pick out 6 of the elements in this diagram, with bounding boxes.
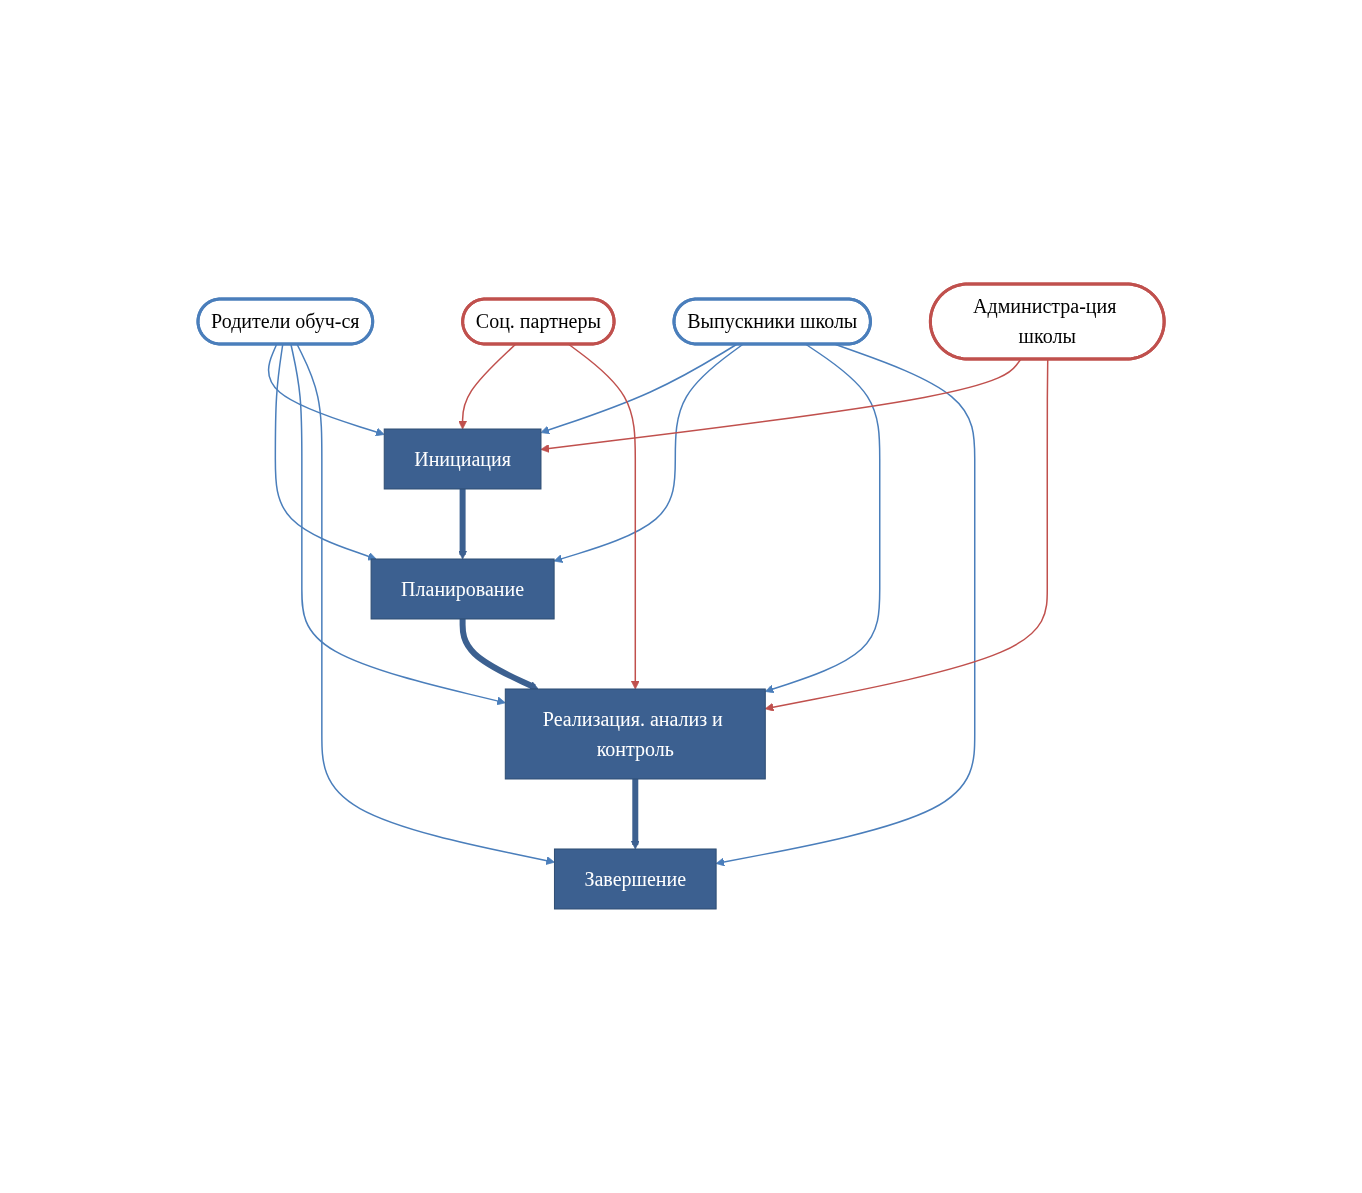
arrow [630, 779, 640, 850]
node-box: Завершение [553, 848, 717, 910]
node-box: Планирование [370, 558, 555, 620]
node-box: Реализация. анализ и контроль [504, 688, 766, 780]
node-box: Инициация [383, 428, 542, 490]
arrow [458, 489, 467, 560]
